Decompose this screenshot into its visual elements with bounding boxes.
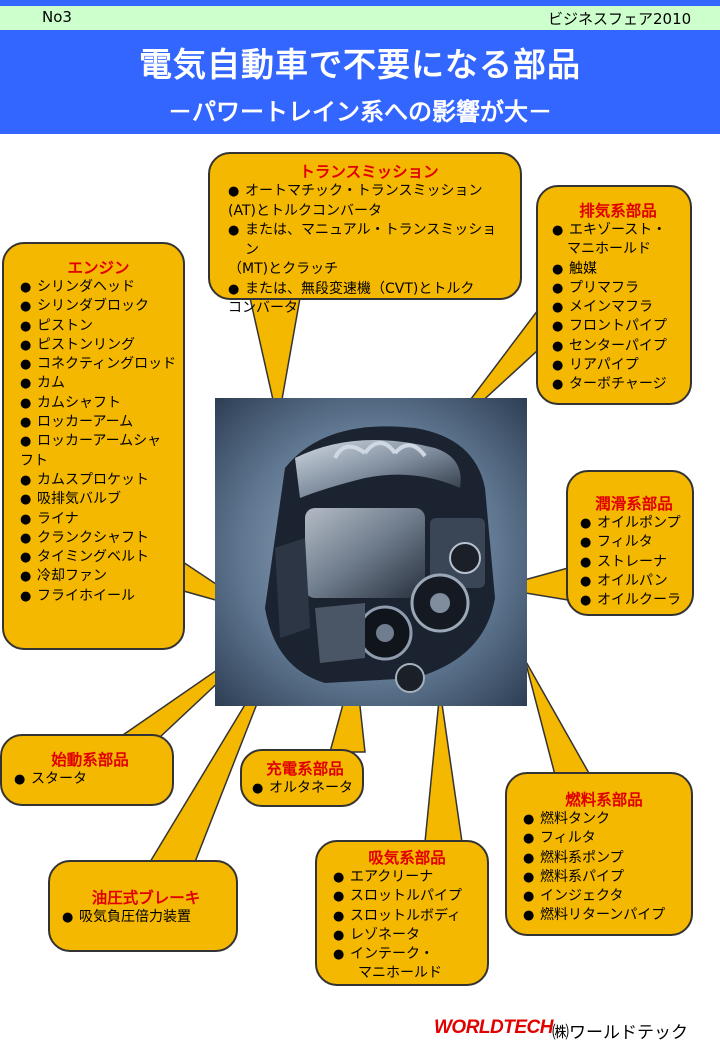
list-item: ピストン bbox=[20, 317, 177, 337]
list-item: メインマフラ bbox=[552, 298, 684, 318]
header-strip-right bbox=[290, 6, 720, 30]
page-subtitle: －パワートレイン系への影響が大－ bbox=[168, 98, 552, 126]
event-name: ビジネスフェア2010 bbox=[548, 10, 692, 28]
list-item: フロントパイプ bbox=[552, 317, 684, 337]
list-item: 吸排気バルブ bbox=[20, 490, 177, 510]
list-item: オートマチック・トランスミッション(AT)とトルクコンバータ bbox=[228, 182, 510, 221]
list-item: タイミングベルト bbox=[20, 548, 177, 568]
list-item: オイルパン bbox=[580, 572, 688, 592]
list-item: 燃料系パイプ bbox=[523, 868, 685, 888]
top-accent-bar bbox=[0, 0, 720, 6]
header-strip-left bbox=[0, 6, 290, 30]
list-item: 触媒 bbox=[552, 260, 684, 280]
callout-title: 吸気系部品 bbox=[368, 849, 446, 867]
page-title: 電気自動車で不要になる部品 bbox=[139, 45, 581, 84]
list-item: ピストンリング bbox=[20, 336, 177, 356]
list-item: フィルタ bbox=[580, 533, 688, 553]
list-item: レゾネータ bbox=[333, 926, 481, 946]
list-item: センターパイプ bbox=[552, 337, 684, 357]
list-item: 冷却ファン bbox=[20, 567, 177, 587]
lubrication-callout: 潤滑系部品 オイルポンプ フィルタ ストレーナ オイルパン オイルクーラ bbox=[566, 470, 694, 616]
list-item: フィルタ bbox=[523, 829, 685, 849]
list-item: ライナ bbox=[20, 510, 177, 530]
list-item: シリンダブロック bbox=[20, 297, 177, 317]
list-item: エアクリーナ bbox=[333, 868, 481, 888]
callout-title: 潤滑系部品 bbox=[595, 495, 673, 513]
company-name: ㈱ワールドテック bbox=[552, 1023, 688, 1043]
callout-title: エンジン bbox=[67, 259, 130, 277]
list-item: ストレーナ bbox=[580, 553, 688, 573]
list-item: 吸気負圧倍力装置 bbox=[62, 908, 230, 928]
fuel-callout: 燃料系部品 燃料タンク フィルタ 燃料系ポンプ 燃料系パイプ インジェクタ 燃料… bbox=[505, 772, 693, 936]
list-item: コネクティングロッド bbox=[20, 355, 177, 375]
list-item: または、マニュアル・トランスミッション（MT)とクラッチ bbox=[228, 221, 510, 280]
exhaust-callout: 排気系部品 エキゾースト・マニホールド 触媒 プリマフラ メインマフラ フロント… bbox=[536, 185, 692, 405]
list-item: カムスプロケット bbox=[20, 471, 177, 491]
company-logo: WORLDTECH bbox=[434, 1017, 553, 1038]
pointer-intake bbox=[424, 689, 463, 843]
engine-callout: エンジン シリンダヘッド シリンダブロック ピストン ピストンリング コネクティ… bbox=[2, 242, 185, 650]
callout-title: 始動系部品 bbox=[51, 751, 129, 769]
list-item: 燃料リターンパイプ bbox=[523, 906, 685, 926]
charging-callout: 充電系部品 オルタネータ bbox=[240, 749, 364, 807]
intake-callout: 吸気系部品 エアクリーナ スロットルパイプ スロットルボディ レゾネータ インテ… bbox=[315, 840, 489, 986]
list-item: スロットルボディ bbox=[333, 907, 481, 927]
list-item: リアパイプ bbox=[552, 356, 684, 376]
list-item: フライホイール bbox=[20, 587, 177, 607]
starter-callout: 始動系部品 スタータ bbox=[0, 734, 174, 806]
list-item: オルタネータ bbox=[252, 779, 358, 799]
list-item: カムシャフト bbox=[20, 394, 177, 414]
list-item: カム bbox=[20, 374, 177, 394]
brake-callout: 油圧式ブレーキ 吸気負圧倍力装置 bbox=[48, 860, 238, 952]
callout-title: 充電系部品 bbox=[266, 760, 344, 778]
list-item: スタータ bbox=[14, 770, 166, 790]
list-item: スロットルパイプ bbox=[333, 887, 481, 907]
list-item: クランクシャフト bbox=[20, 529, 177, 549]
callout-title: 燃料系部品 bbox=[565, 791, 643, 809]
list-item: ターボチャージ bbox=[552, 375, 684, 395]
engine-photo bbox=[215, 398, 527, 706]
list-item: インテーク・マニホールド bbox=[333, 945, 481, 984]
list-item: オイルクーラ bbox=[580, 591, 688, 611]
pointer-fuel bbox=[524, 659, 592, 776]
list-item: インジェクタ bbox=[523, 887, 685, 907]
callout-title: トランスミッション bbox=[299, 163, 439, 181]
slide-number: No3 bbox=[42, 8, 72, 26]
list-item: エキゾースト・マニホールド bbox=[552, 221, 684, 260]
callout-title: 排気系部品 bbox=[579, 202, 657, 220]
transmission-callout: トランスミッション オートマチック・トランスミッション(AT)とトルクコンバータ… bbox=[208, 152, 522, 316]
list-item: シリンダヘッド bbox=[20, 278, 177, 298]
list-item: 燃料系ポンプ bbox=[523, 849, 685, 869]
list-item: ロッカーアーム bbox=[20, 413, 177, 433]
title-banner bbox=[0, 30, 720, 134]
list-item: プリマフラ bbox=[552, 279, 684, 299]
list-item: オイルポンプ bbox=[580, 514, 688, 534]
list-item: 燃料タンク bbox=[523, 810, 685, 830]
callout-title: 油圧式ブレーキ bbox=[91, 889, 201, 907]
list-item: または、無段変速機（CVT)とトルクコンバータ bbox=[228, 280, 510, 319]
